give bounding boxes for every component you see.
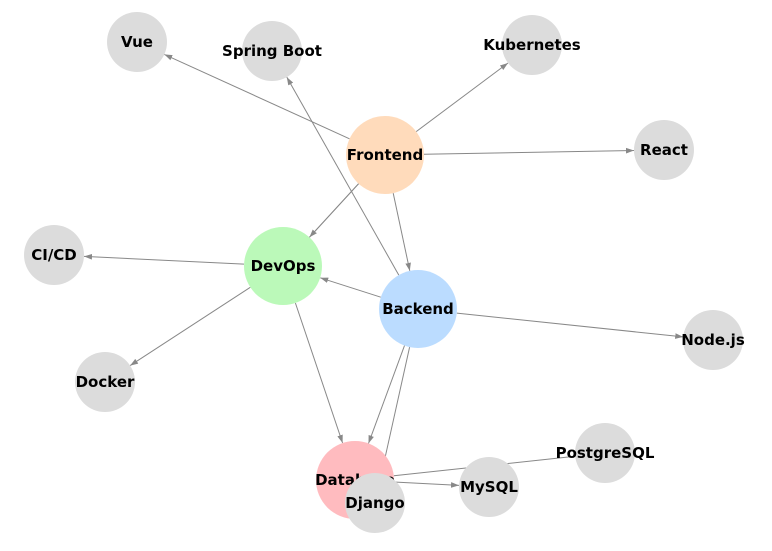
edge-frontend-to-kubernetes — [415, 62, 509, 133]
node-label-cicd: CI/CD — [31, 246, 77, 264]
node-label-docker: Docker — [76, 373, 135, 391]
node-circle-docker — [75, 352, 135, 412]
node-devops: DevOps — [244, 227, 322, 305]
node-circle-postgresql — [575, 423, 635, 483]
node-label-django: Django — [345, 494, 404, 512]
node-circle-nodejs — [683, 310, 743, 370]
node-label-kubernetes: Kubernetes — [483, 36, 581, 54]
node-postgresql: PostgreSQL — [556, 423, 655, 483]
edge-backend-to-database — [368, 345, 405, 444]
node-circle-springboot — [242, 21, 302, 81]
edge-frontend-to-react — [423, 147, 635, 155]
node-circle-mysql — [459, 457, 519, 517]
edge-devops-to-database — [294, 302, 344, 444]
node-label-devops: DevOps — [251, 257, 316, 275]
edge-backend-to-springboot — [286, 76, 400, 276]
node-label-postgresql: PostgreSQL — [556, 444, 655, 462]
node-frontend: Frontend — [346, 116, 424, 194]
edge-devops-to-frontend — [309, 183, 359, 238]
node-vue: Vue — [107, 12, 167, 72]
node-springboot: Spring Boot — [222, 21, 322, 81]
edge-devops-to-docker — [129, 286, 251, 367]
node-label-mysql: MySQL — [460, 478, 518, 496]
node-label-react: React — [640, 141, 688, 159]
node-django: Django — [345, 473, 405, 533]
node-circle-vue — [107, 12, 167, 72]
node-backend: Backend — [379, 270, 457, 348]
edge-backend-to-devops — [320, 277, 381, 298]
node-circle-cicd — [24, 225, 84, 285]
node-docker: Docker — [75, 352, 135, 412]
node-circle-react — [634, 120, 694, 180]
node-kubernetes: Kubernetes — [483, 15, 581, 75]
node-cicd: CI/CD — [24, 225, 84, 285]
node-label-springboot: Spring Boot — [222, 42, 322, 60]
node-label-nodejs: Node.js — [681, 331, 745, 349]
node-nodejs: Node.js — [681, 310, 745, 370]
node-circle-devops — [244, 227, 322, 305]
node-react: React — [634, 120, 694, 180]
node-label-frontend: Frontend — [347, 146, 423, 164]
edge-backend-to-django — [381, 346, 411, 474]
edge-frontend-to-vue — [164, 53, 350, 140]
edge-database-to-mysql — [393, 481, 460, 488]
edge-backend-to-nodejs — [456, 312, 684, 339]
node-circle-backend — [379, 270, 457, 348]
edge-frontend-to-backend — [392, 192, 411, 272]
node-circle-django — [345, 473, 405, 533]
node-label-vue: Vue — [121, 33, 153, 51]
node-circle-kubernetes — [502, 15, 562, 75]
node-label-backend: Backend — [382, 300, 454, 318]
edges-layer — [83, 53, 684, 488]
node-circle-frontend — [346, 116, 424, 194]
node-mysql: MySQL — [459, 457, 519, 517]
edge-devops-to-cicd — [83, 253, 245, 265]
